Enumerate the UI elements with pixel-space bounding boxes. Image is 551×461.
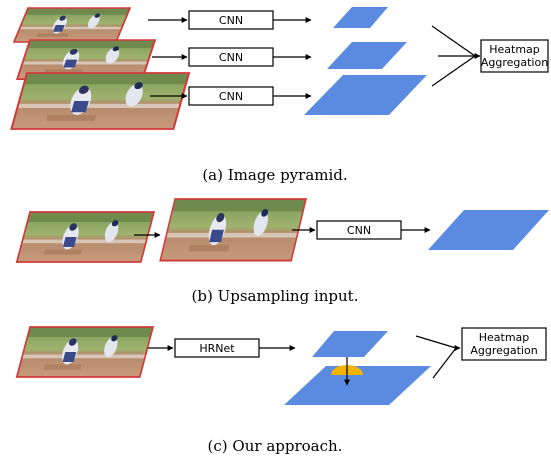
aggregation-box-a <box>480 39 549 73</box>
input-image-small <box>15 211 156 263</box>
cnn-label-b: CNN <box>347 224 371 237</box>
heatmap-a-small <box>333 7 388 28</box>
fan-in-icon <box>431 25 481 87</box>
aggregation-label-a-line2: Aggregation <box>481 56 548 69</box>
hrnet-label: HRNet <box>199 342 235 355</box>
input-image-c <box>15 326 155 378</box>
panel-a: CNN CNN CNN Heatmap Aggregation (a) Imag… <box>10 7 549 184</box>
caption-c: (c) Our approach. <box>208 437 343 455</box>
panel-b: CNN (b) Upsampling input. <box>15 198 549 305</box>
heatmap-a-large <box>304 75 427 115</box>
heatmap-c-small <box>312 331 388 357</box>
input-image-upsampled <box>159 198 308 262</box>
cnn-label-2: CNN <box>219 51 243 64</box>
fan-in-icon-c <box>415 335 461 379</box>
aggregation-label-c-line1: Heatmap <box>479 331 530 344</box>
heatmap-c-large <box>284 366 431 405</box>
aggregation-box-c <box>461 327 547 361</box>
caption-b: (b) Upsampling input. <box>192 287 359 305</box>
pyramid-image-small <box>12 7 132 43</box>
caption-a: (a) Image pyramid. <box>202 166 347 184</box>
aggregation-label-c-line2: Aggregation <box>470 344 537 357</box>
heatmap-b <box>428 210 549 250</box>
cnn-label-3: CNN <box>219 90 243 103</box>
pyramid-image-large <box>10 72 191 130</box>
panel-c: HRNet Heatmap Aggregation (c) Our approa… <box>15 326 547 455</box>
aggregation-label-a-line1: Heatmap <box>489 43 540 56</box>
heatmap-a-medium <box>327 42 407 69</box>
cnn-label-1: CNN <box>219 14 243 27</box>
